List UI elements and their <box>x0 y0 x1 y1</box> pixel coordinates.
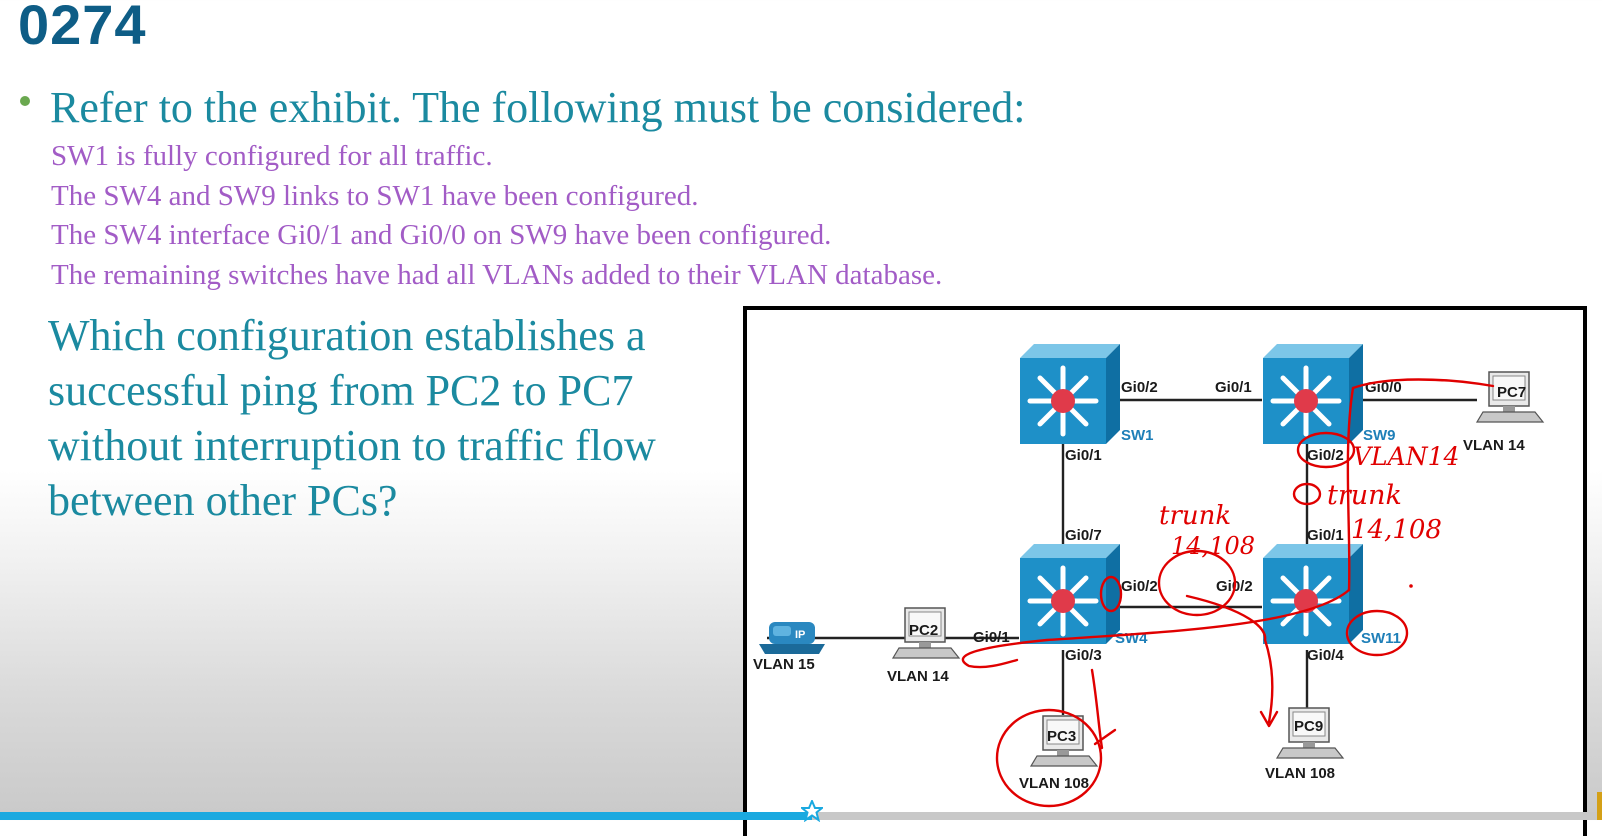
ink-text-vlan14: VLAN14 <box>1353 442 1459 471</box>
pc-label-pc7: PC7 <box>1497 384 1526 401</box>
switch-label-sw1: SW1 <box>1121 427 1154 444</box>
phone-tag: IP <box>795 629 805 641</box>
port-label: Gi0/2 <box>1121 379 1158 396</box>
switch-label-sw9: SW9 <box>1363 427 1396 444</box>
slide-number: 0274 <box>18 0 147 56</box>
pc-label-pc3: PC3 <box>1047 728 1076 745</box>
ip-phone-icon: IP <box>759 622 825 654</box>
port-label: Gi0/2 <box>1121 578 1158 595</box>
ink-text-trunk-left: trunk <box>1159 501 1231 531</box>
pc-label-pc2: PC2 <box>909 622 938 639</box>
network-exhibit: SW1 SW9 SW4 SW11 Gi0/2 Gi0/1 Gi0/0 Gi0/1… <box>743 306 1587 836</box>
requirement-item: The SW4 interface Gi0/1 and Gi0/0 on SW9… <box>51 219 832 251</box>
switch-label-sw11: SW11 <box>1361 630 1401 647</box>
requirement-item: SW1 is fully configured for all traffic. <box>51 140 493 172</box>
port-label: Gi0/1 <box>973 629 1010 646</box>
pc-label-pc9: PC9 <box>1294 718 1323 735</box>
lead-text: Refer to the exhibit. The following must… <box>50 83 1026 132</box>
video-progress-fill <box>0 812 813 820</box>
switch-sw1 <box>1020 344 1120 444</box>
port-label: Gi0/1 <box>1065 447 1102 464</box>
port-label: Gi0/2 <box>1307 447 1344 464</box>
question-text: Which configuration establishes a succes… <box>48 311 656 525</box>
port-label: Gi0/3 <box>1065 647 1102 664</box>
requirement-item: The remaining switches have had all VLAN… <box>51 258 943 291</box>
topology-diagram: SW1 SW9 SW4 SW11 Gi0/2 Gi0/1 Gi0/0 Gi0/1… <box>753 310 1544 808</box>
port-label: Gi0/1 <box>1307 527 1344 544</box>
corner-marker <box>1597 792 1602 820</box>
ink-annotations: VLAN14 trunk 14,108 trunk 14,108 <box>961 378 1495 808</box>
video-progress-bar[interactable] <box>0 800 1602 822</box>
bullet-icon <box>20 96 30 106</box>
switch-sw4 <box>1020 544 1120 644</box>
port-label: Gi0/7 <box>1065 527 1102 544</box>
port-label: Gi0/4 <box>1307 647 1344 664</box>
vlan-label-phone: VLAN 15 <box>753 656 815 673</box>
port-label: Gi0/1 <box>1215 379 1252 396</box>
requirements-list: SW1 is fully configured for all traffic.… <box>51 137 942 295</box>
requirement-item: The SW4 and SW9 links to SW1 have been c… <box>51 179 699 212</box>
vlan-label-pc9: VLAN 108 <box>1265 765 1335 782</box>
ink-text-vlans-right: 14,108 <box>1351 515 1442 545</box>
vlan-label-pc2: VLAN 14 <box>887 668 949 685</box>
vlan-label-pc3: VLAN 108 <box>1019 775 1089 792</box>
vlan-label-pc7: VLAN 14 <box>1463 437 1525 454</box>
progress-handle-icon[interactable] <box>801 800 824 822</box>
ink-text-trunk-right: trunk <box>1327 480 1402 511</box>
ink-text-vlans-left: 14,108 <box>1171 532 1255 560</box>
